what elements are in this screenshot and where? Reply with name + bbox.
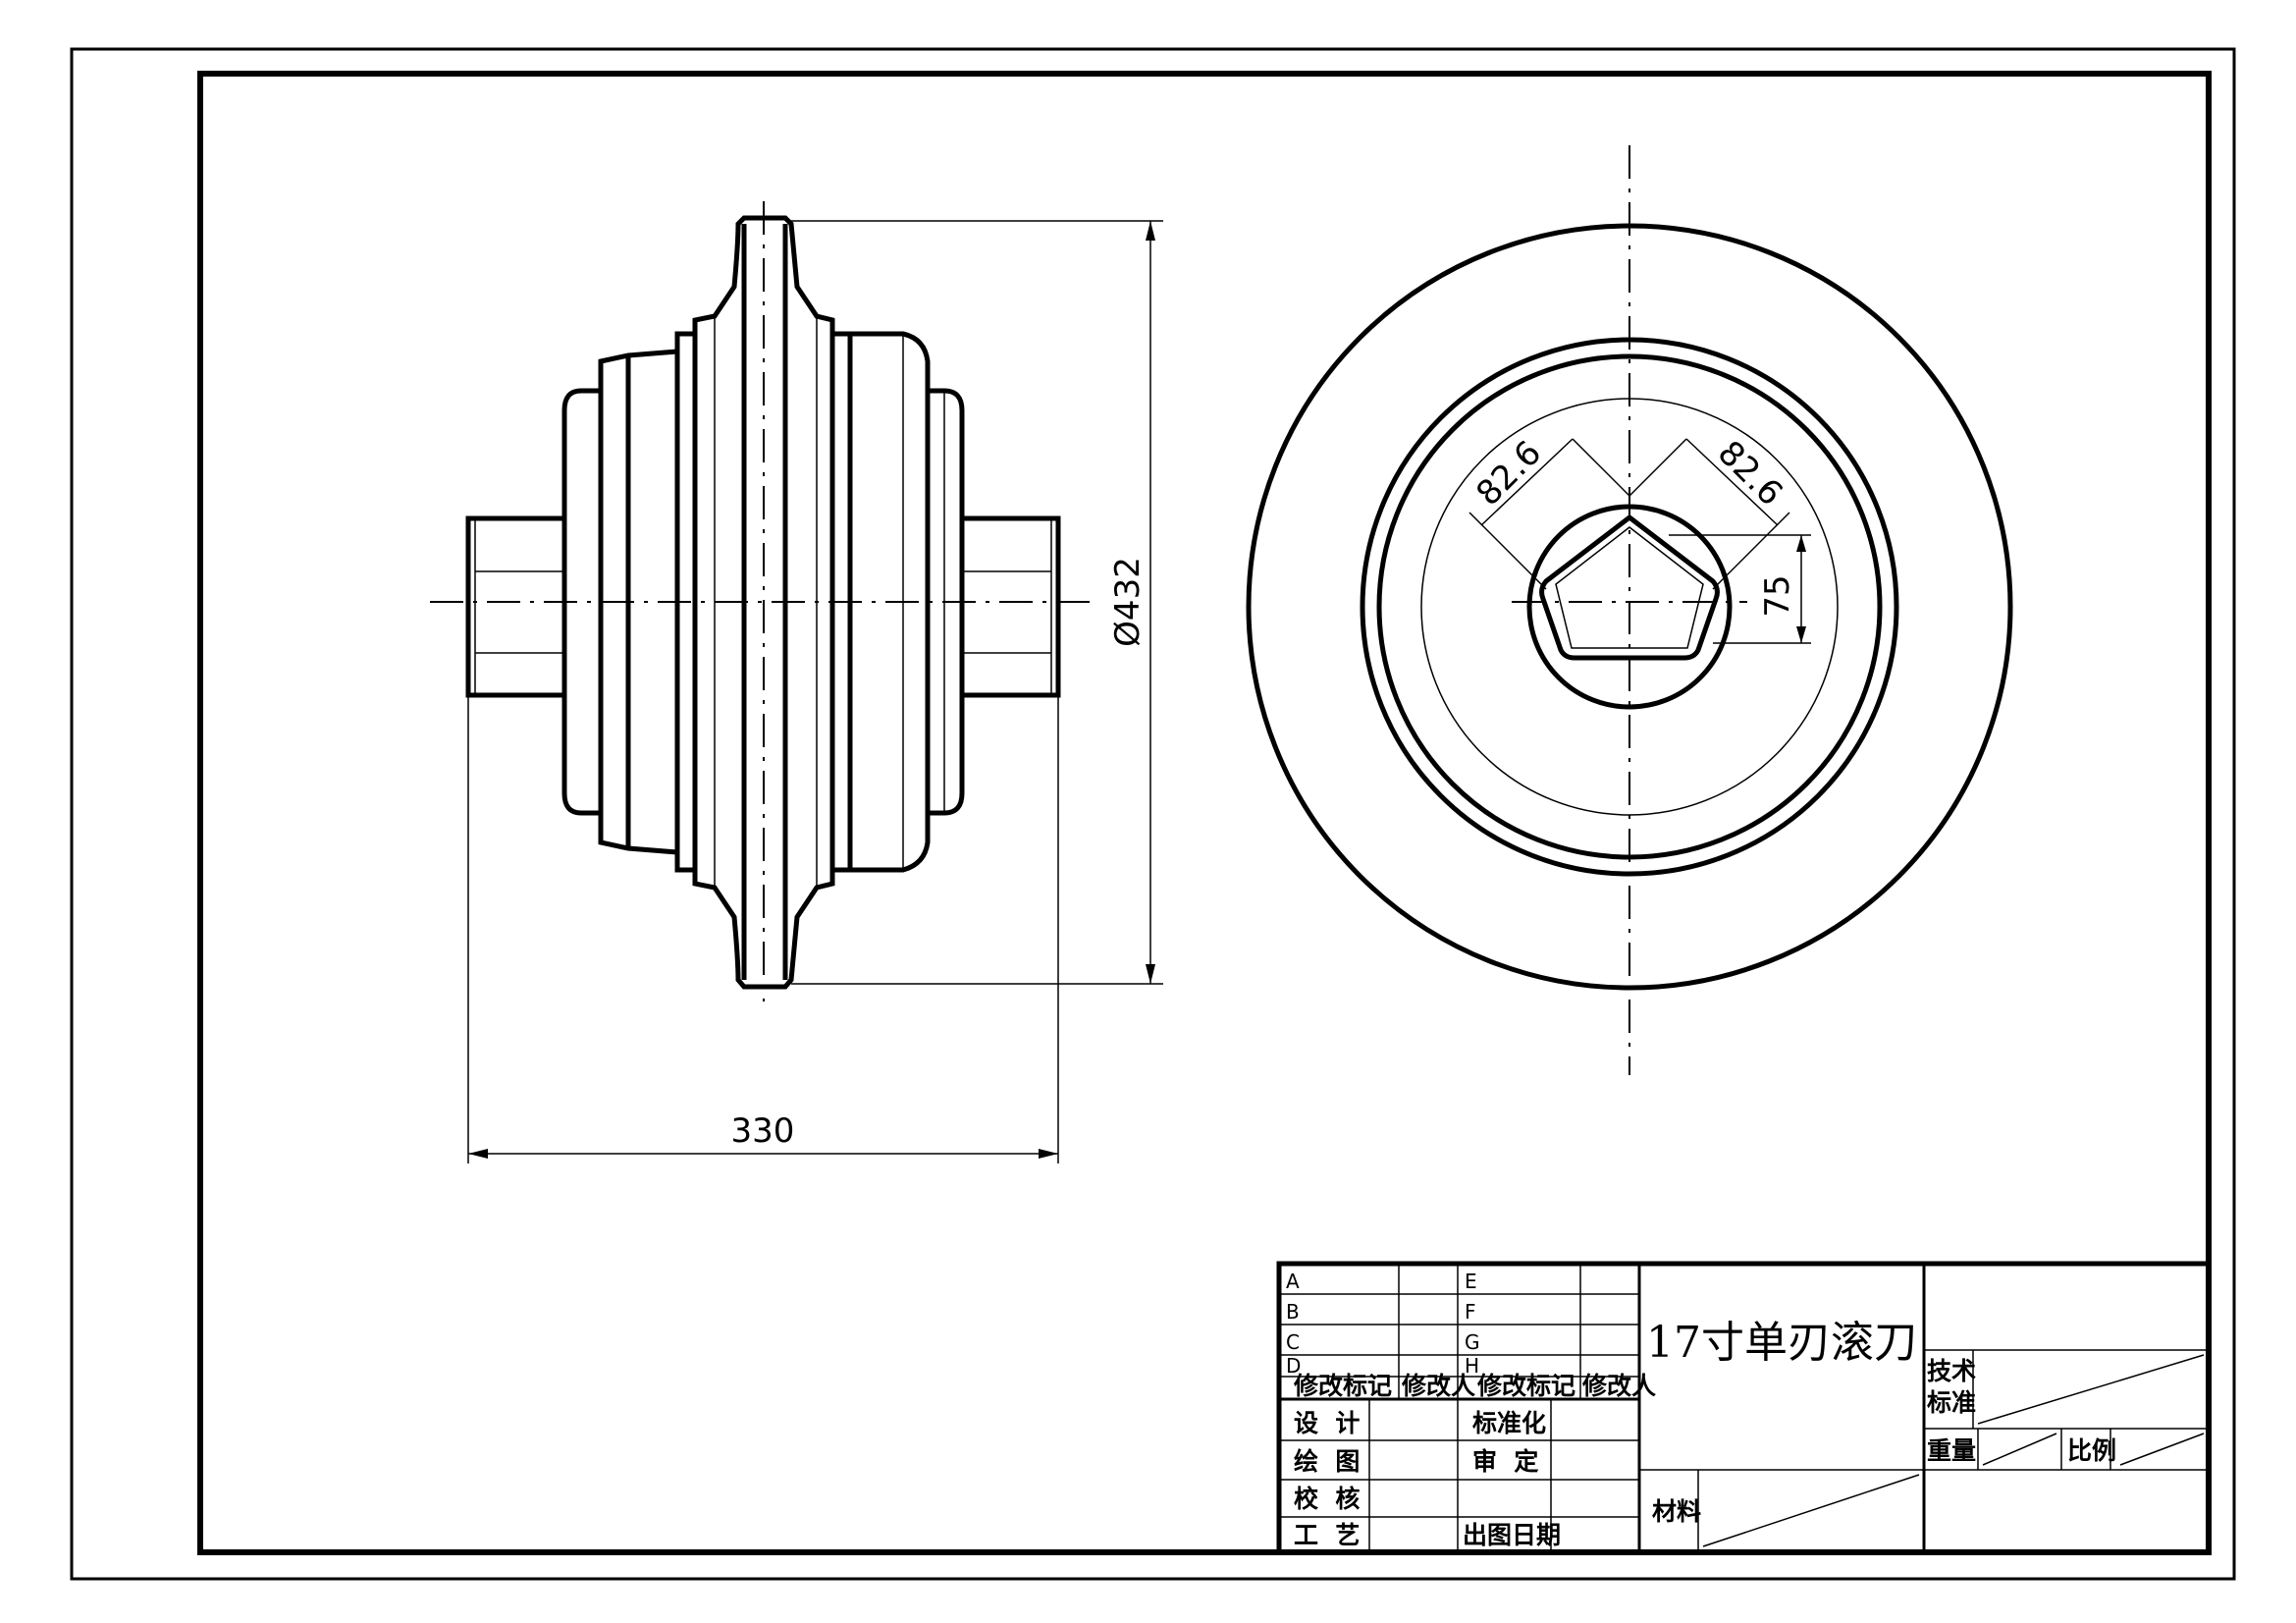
tech-standard-label-1: 技术: [1927, 1357, 1976, 1385]
shaft-pentagon-outer: [1539, 514, 1720, 661]
hex-height-arrow-top: [1796, 535, 1806, 552]
right-shaft: [959, 515, 1061, 698]
hex-height-arrow-bottom: [1796, 626, 1806, 643]
hex-dim-right-line: [1685, 438, 1779, 526]
rev-person-header: 修改人: [1401, 1372, 1475, 1400]
rev-letter-e: E: [1465, 1270, 1477, 1293]
process-label: 工 艺: [1294, 1521, 1360, 1549]
width-arrow-left: [468, 1149, 488, 1159]
right-hub-outer: [928, 388, 965, 816]
hex-dim-left-ext-2: [1468, 512, 1547, 590]
rev-letter-a: A: [1286, 1270, 1300, 1293]
left-shaft: [465, 515, 567, 698]
draw-label: 绘 图: [1294, 1447, 1360, 1476]
design-label: 设 计: [1294, 1409, 1360, 1437]
tech-standard-label-2: 标准: [1927, 1388, 1976, 1417]
shaft-pentagon-inner: [1555, 526, 1704, 649]
hub-circle-3: [1420, 398, 1839, 816]
check-label: 校 核: [1294, 1485, 1360, 1513]
weight-label: 重量: [1927, 1436, 1976, 1465]
rev-letter-c: C: [1286, 1330, 1300, 1354]
diameter-arrow-top: [1146, 221, 1155, 241]
outer-border: [70, 47, 2236, 1581]
rev-mark-header: 修改标记: [1293, 1372, 1392, 1400]
drawing-frame: [197, 71, 2212, 1555]
hub-circle-1: [1360, 337, 1899, 877]
hex-dim-left-line: [1480, 438, 1574, 526]
drawing-title: 17寸单刃滚刀: [1646, 1318, 1917, 1368]
right-hub-step: [847, 331, 931, 873]
rev-letter-h: H: [1465, 1354, 1479, 1378]
hex-height-text: 75: [1758, 574, 1797, 617]
width-arrow-right: [1039, 1149, 1058, 1159]
weight-slash: [1982, 1433, 2057, 1466]
left-hub-outer: [561, 388, 601, 816]
hub-circle-2: [1376, 353, 1883, 860]
rev-letter-f: F: [1465, 1300, 1476, 1324]
cutter-ring-body: [692, 215, 835, 990]
rev-letter-d: D: [1286, 1354, 1301, 1378]
material-slash: [1702, 1474, 1920, 1547]
outer-ring-circle: [1246, 223, 2013, 991]
scale-slash: [2119, 1433, 2205, 1466]
width-dimension-text: 330: [731, 1111, 795, 1151]
rev-mark-header-2: 修改标记: [1476, 1372, 1575, 1400]
front-view: 82.6 82.6 75: [1246, 145, 2013, 1075]
rev-letter-b: B: [1286, 1300, 1300, 1324]
rev-letter-g: G: [1465, 1330, 1480, 1354]
title-block: A B C D E F G H 修改标记 修改人 修改标记 修改人 设 计 绘 …: [1276, 1261, 2212, 1555]
title-block-outline: [1276, 1261, 2212, 1555]
scale-label: 比例: [2067, 1436, 2116, 1465]
material-label: 材料: [1652, 1497, 1701, 1526]
tech-slash: [1977, 1354, 2205, 1425]
hex-dim-right-ext-1: [1629, 438, 1687, 497]
diameter-dimension-text: Ø432: [1108, 557, 1148, 647]
side-view: 330 Ø432: [430, 201, 1163, 1163]
diameter-arrow-bottom: [1146, 964, 1155, 984]
review-label: 审 定: [1472, 1447, 1538, 1476]
rev-person-header-2: 修改人: [1581, 1372, 1656, 1400]
shaft-circle: [1526, 504, 1733, 710]
standardize-label: 标准化: [1472, 1409, 1546, 1437]
hex-dim-left-ext-1: [1572, 438, 1630, 497]
release-date-label: 出图日期: [1463, 1521, 1561, 1549]
